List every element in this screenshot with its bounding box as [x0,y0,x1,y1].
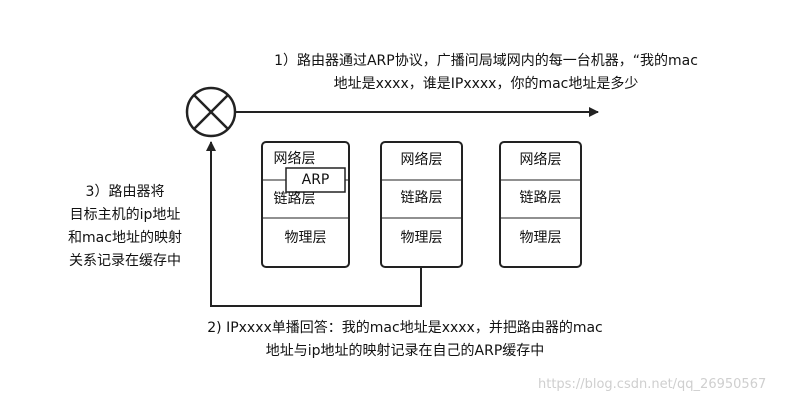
step3-line3: 和mac地址的映射 [68,230,182,246]
stack2-network-label: 网络层 [400,152,443,168]
stack1-network-label: 网络层 [273,151,316,167]
watermark: https://blog.csdn.net/qq_26950567 [538,377,767,392]
stack1-physical-label: 物理层 [284,230,327,246]
router-icon [185,86,237,138]
step2-text: 2) IPxxxx单播回答：我的mac地址是xxxx，并把路由器的mac 地址与… [160,317,650,363]
step1-text: 1）路由器通过ARP协议，广播问局域网内的每一台机器，“我的mac 地址是xxx… [226,50,746,96]
step3-line1: 3）路由器将 [85,184,165,200]
step1-line1: 1）路由器通过ARP协议，广播问局域网内的每一台机器，“我的mac [274,53,698,69]
arp-label: ARP [301,172,330,188]
stack2-link-label: 链路层 [400,190,443,206]
arp-box [285,167,346,193]
step3-line2: 目标主机的ip地址 [69,207,181,223]
step2-line1: 2) IPxxxx单播回答：我的mac地址是xxxx，并把路由器的mac [207,320,603,336]
stack3-physical-label: 物理层 [519,230,562,246]
stack3-network-label: 网络层 [519,152,562,168]
step1-line2: 地址是xxxx，谁是IPxxxx，你的mac地址是多少 [333,76,639,92]
stack1-link-label: 链路层 [273,191,316,207]
step3-text: 3）路由器将 目标主机的ip地址 和mac地址的映射 关系记录在缓存中 [40,181,210,273]
stack3-link-label: 链路层 [519,190,562,206]
step2-line2: 地址与ip地址的映射记录在自己的ARP缓存中 [265,343,545,359]
unicast-reply-arrow [206,141,422,307]
step3-line4: 关系记录在缓存中 [69,253,181,269]
host-stack-3 [499,141,582,268]
host-stack-2 [380,141,463,268]
stack2-physical-label: 物理层 [400,230,443,246]
